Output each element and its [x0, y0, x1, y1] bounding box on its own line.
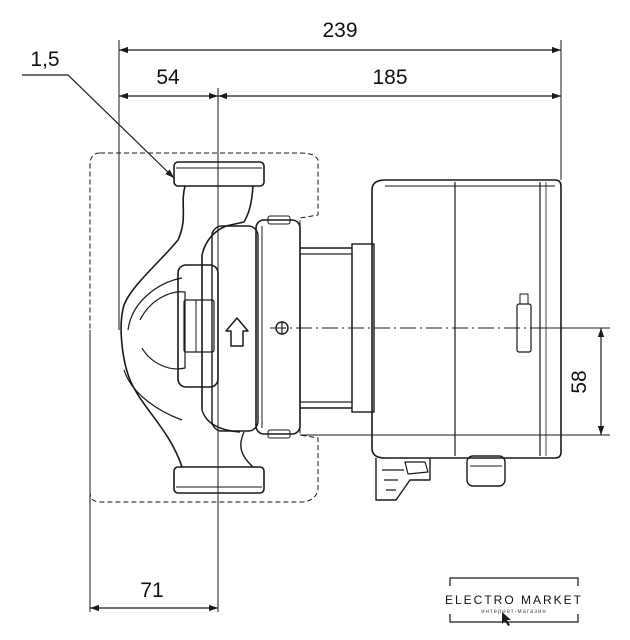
watermark-logo: ELECTRO MARKET интернет-магазин	[445, 577, 583, 626]
coupling-ring	[255, 219, 301, 435]
motor-housing	[371, 179, 562, 501]
extension-lines	[89, 40, 610, 612]
top-flange	[173, 161, 265, 187]
dim-text-58: 58	[568, 370, 591, 393]
dim-text-239: 239	[322, 19, 357, 42]
watermark-brand: ELECTRO MARKET	[445, 593, 583, 607]
leader-1-5	[22, 74, 175, 179]
dim-text-71: 71	[140, 579, 163, 602]
pump-housing	[120, 161, 301, 494]
cursor-icon	[502, 612, 511, 626]
flow-arrow-icon	[225, 317, 249, 347]
electrical-connector	[375, 458, 431, 501]
dimension-lines	[22, 46, 605, 612]
dim-text-1-5: 1,5	[30, 48, 59, 71]
cable-gland	[466, 455, 506, 487]
inlet-nozzle	[177, 264, 219, 388]
dim-text-54: 54	[156, 66, 180, 89]
envelope-outline	[89, 152, 319, 503]
volute-body	[120, 185, 254, 468]
bottom-flange	[173, 466, 265, 494]
dim-text-185: 185	[372, 66, 407, 89]
watermark-tagline: интернет-магазин	[481, 609, 546, 615]
